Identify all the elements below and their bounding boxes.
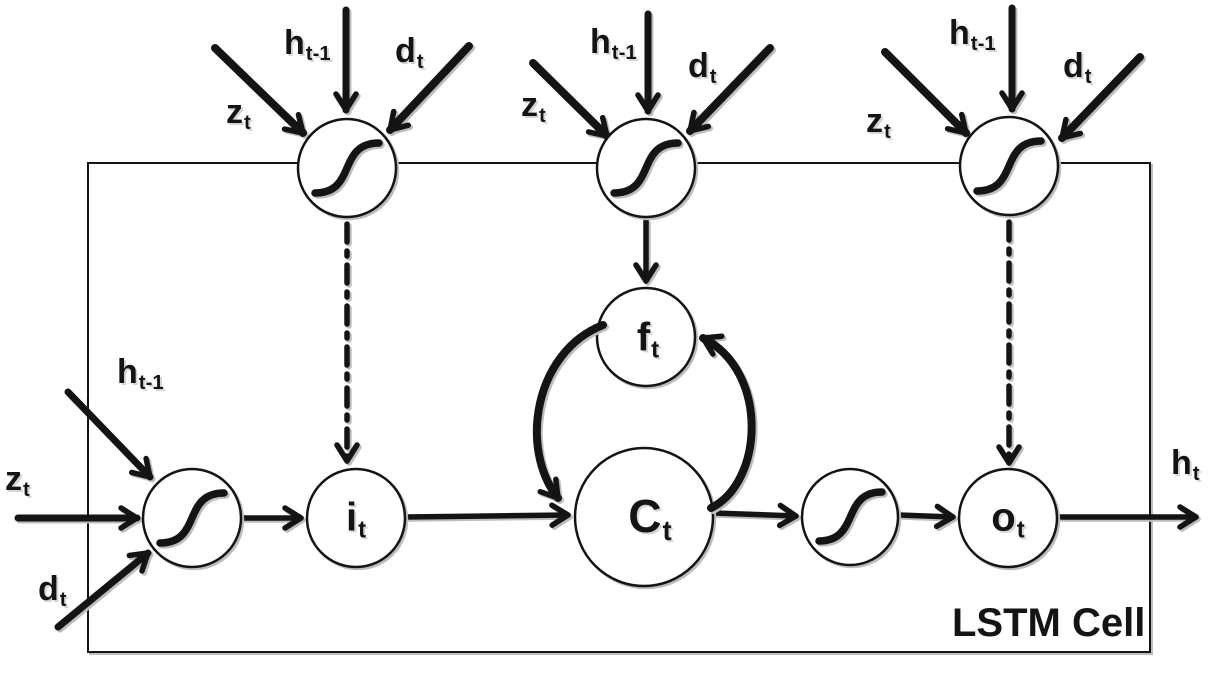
loop-cell-to-forget <box>699 333 756 512</box>
input-gate-node <box>305 467 407 569</box>
sigmoid-curve-icon <box>156 489 228 547</box>
cell-state-node <box>573 446 715 588</box>
arrow-z-top-middle <box>529 59 611 140</box>
arrow-d-top-right <box>1058 53 1144 142</box>
label-z-top-right: zt <box>866 102 891 144</box>
arrow-hprev-left <box>64 388 154 481</box>
arrow-sigmoid-to-output-gate <box>896 503 956 530</box>
label-z-top-middle: zt <box>521 86 546 128</box>
label-hprev-top-middle: ht-1 <box>590 23 637 65</box>
label-input-gate: it <box>345 495 367 544</box>
loop-forget-to-cell <box>532 321 607 502</box>
label-output-gate: ot <box>991 495 1025 544</box>
label-z-left: zt <box>5 460 30 502</box>
arrow-d-top-left <box>386 42 473 134</box>
diagram-title: LSTM Cell <box>952 601 1146 645</box>
label-d-left: dt <box>38 570 67 612</box>
sigmoid-curve-icon <box>610 139 682 197</box>
sigmoid-curve-icon <box>815 488 886 545</box>
arrow-input-gate-to-cell <box>403 502 571 528</box>
label-output-h: ht <box>1171 444 1200 486</box>
arrow-d-left <box>54 549 152 631</box>
arrow-z-top-left <box>211 44 307 137</box>
label-z-top-left: zt <box>226 93 251 135</box>
label-d-top-left: dt <box>395 32 424 74</box>
sigmoid-curve-icon <box>973 137 1045 195</box>
output-gate-node <box>957 467 1059 569</box>
arrow-d-top-middle <box>686 44 774 135</box>
label-forget-gate: ft <box>636 315 660 364</box>
arrow-cell-to-sigmoid <box>711 502 799 529</box>
label-hprev-left: ht-1 <box>117 353 164 395</box>
label-d-top-right: dt <box>1063 47 1092 89</box>
label-hprev-top-right: ht-1 <box>949 14 996 56</box>
arrow-z-top-right <box>881 48 970 137</box>
label-hprev-top-left: ht-1 <box>284 24 331 66</box>
forget-gate-node <box>595 286 697 388</box>
label-cell-state: Ct <box>628 489 672 547</box>
label-d-top-middle: dt <box>688 47 717 89</box>
sigmoid-curve-icon <box>311 139 383 197</box>
